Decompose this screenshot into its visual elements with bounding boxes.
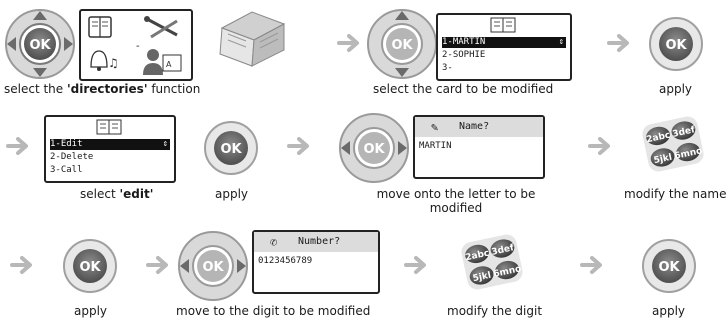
menu-item: 3-Call — [50, 165, 83, 175]
phone-menu-screen: - ♫ A — [79, 9, 193, 81]
user-settings-icon: A — [143, 49, 182, 75]
svg-text:♫: ♫ — [108, 56, 119, 70]
ok-button-icon: OK — [649, 17, 703, 71]
svg-text:3def: 3def — [672, 125, 696, 140]
keypad-icon: 2abc 3def 5jkl 6mno — [642, 116, 704, 172]
caption-select-directories: select the 'directories' function — [4, 82, 201, 96]
tools-icon — [144, 16, 178, 39]
navigator-pad-icon: OK — [5, 9, 75, 79]
book-icon — [88, 16, 112, 38]
caption-apply: apply — [74, 304, 108, 318]
svg-text:OK: OK — [391, 38, 413, 53]
name-prompt: ✎ Name? — [415, 117, 543, 137]
contact-card-icon — [96, 119, 122, 135]
navigator-leftright-icon: OK — [178, 231, 248, 301]
svg-text:OK: OK — [220, 142, 242, 157]
name-value: MARTIN — [419, 141, 452, 151]
svg-text:OK: OK — [665, 38, 687, 53]
flow-arrow-icon — [10, 256, 32, 274]
directory-list-screen: 1-MARTIN⇕ 2-SOPHIE 3- — [436, 13, 572, 81]
svg-text:2abc: 2abc — [646, 131, 672, 146]
caption-move-letter: move onto the letter to be modified — [376, 187, 536, 215]
caption-select-card: select the card to be modified — [373, 82, 554, 96]
person-edit-icon: ✎ — [431, 120, 439, 134]
contact-card-icon — [490, 17, 516, 33]
ok-label: OK — [29, 38, 51, 53]
number-value: 0123456789 — [258, 256, 313, 266]
keypad-icon: 2abc 3def 5jkl 6mno — [461, 234, 523, 290]
flow-arrow-icon — [287, 137, 309, 155]
svg-text:-: - — [136, 41, 140, 52]
menu-item-selected: 1-Edit⇕ — [50, 139, 170, 150]
svg-text:2abc: 2abc — [465, 249, 491, 264]
caption-move-digit: move to the digit to be modified — [176, 304, 371, 318]
directory-book-icon — [219, 11, 286, 67]
flow-arrow-icon — [580, 256, 602, 274]
flow-arrow-icon — [588, 137, 610, 155]
flow-arrow-icon — [607, 34, 629, 52]
number-prompt: ✆ Number? — [254, 232, 378, 252]
list-item: 2-SOPHIE — [442, 50, 486, 60]
caption-modify-digit: modify the digit — [447, 304, 543, 318]
caption-apply: apply — [215, 187, 249, 201]
navigator-pad-icon: OK — [367, 9, 437, 79]
caption-modify-name: modify the name — [624, 187, 727, 201]
scroll-updown-icon: ⇕ — [162, 139, 168, 149]
flow-arrow-icon — [6, 137, 28, 155]
caption-apply: apply — [652, 304, 686, 318]
number-edit-screen: ✆ Number? 0123456789 — [252, 230, 380, 294]
svg-text:OK: OK — [363, 142, 385, 157]
ok-button-icon: OK — [204, 121, 258, 175]
ok-button-icon: OK — [642, 239, 696, 293]
caption-apply: apply — [659, 82, 693, 96]
list-item-selected: 1-MARTIN⇕ — [442, 37, 566, 48]
ok-button-icon: OK — [63, 239, 117, 293]
svg-text:5jkl: 5jkl — [472, 271, 492, 285]
flow-arrow-icon — [404, 256, 426, 274]
ringer-icon: ♫ — [90, 50, 119, 71]
flow-arrow-icon — [337, 34, 359, 52]
menu-item: 2-Delete — [50, 152, 94, 162]
svg-text:OK: OK — [658, 260, 680, 275]
svg-text:OK: OK — [79, 260, 101, 275]
svg-text:5jkl: 5jkl — [653, 153, 673, 167]
name-edit-screen: ✎ Name? MARTIN — [413, 115, 545, 179]
scroll-updown-icon: ⇕ — [558, 37, 564, 47]
svg-text:A: A — [166, 60, 172, 69]
flow-arrow-icon — [146, 256, 168, 274]
navigator-leftright-icon: OK — [339, 113, 409, 183]
list-item: 3- — [442, 63, 453, 73]
svg-text:OK: OK — [202, 260, 224, 275]
edit-menu-screen: 1-Edit⇕ 2-Delete 3-Call — [44, 115, 176, 183]
caption-select-edit: select 'edit' — [80, 187, 154, 201]
phone-edit-icon: ✆ — [270, 235, 278, 249]
svg-text:3def: 3def — [491, 243, 515, 258]
